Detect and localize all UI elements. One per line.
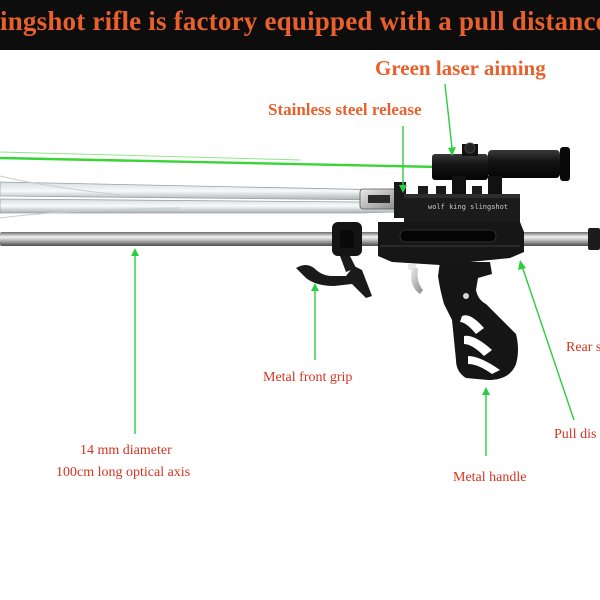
fork-clamp <box>332 222 362 256</box>
arrow-optical-axis <box>131 248 139 434</box>
rail-engraving: wolf king slingshot <box>428 203 508 211</box>
laser-beam-reflection <box>0 151 301 161</box>
label-metal-handle: Metal handle <box>453 470 527 485</box>
arrow-pull-distance <box>518 260 575 421</box>
label-stainless-steel-release: Stainless steel release <box>268 100 422 119</box>
label-pull-distance: Pull dis <box>554 427 597 442</box>
label-rear-support: Rear s <box>566 340 600 355</box>
label-diameter: 14 mm diameter <box>80 443 172 458</box>
arrow-stainless-release <box>399 126 407 193</box>
laser-sight <box>432 142 570 194</box>
annotation-arrows <box>131 83 575 456</box>
label-metal-front-grip: Metal front grip <box>263 370 353 385</box>
receiver-body <box>378 222 524 270</box>
laser-adjust-knob <box>464 142 476 154</box>
label-optical-axis: 100cm long optical axis <box>56 465 191 480</box>
rubber-bands <box>0 175 396 219</box>
laser-beam <box>0 156 441 169</box>
arrow-green-laser <box>444 83 456 156</box>
banner-text: ingshot rifle is factory equipped with a… <box>0 6 600 36</box>
label-green-laser-aiming: Green laser aiming <box>375 56 546 80</box>
laser-beams <box>0 151 441 169</box>
trigger <box>411 268 423 294</box>
metal-handle <box>438 262 518 380</box>
handle-screw <box>463 293 469 299</box>
metal-front-grip <box>296 256 372 298</box>
handle-cutouts <box>460 315 500 374</box>
arrow-metal-handle <box>482 387 490 456</box>
arrow-front-grip <box>311 283 319 360</box>
title-banner: ingshot rifle is factory equipped with a… <box>0 0 600 50</box>
